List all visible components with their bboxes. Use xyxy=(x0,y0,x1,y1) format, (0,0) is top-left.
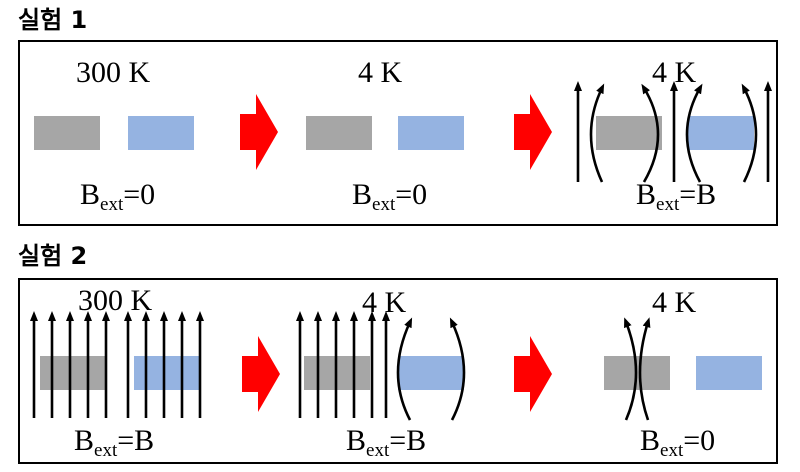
exp1-stage2-field-label: Bext=0 xyxy=(352,178,428,215)
red-process-arrow-icon xyxy=(242,336,280,412)
field-subscript: ext xyxy=(372,194,396,215)
field-value: =0 xyxy=(683,424,716,457)
field-value: =B xyxy=(389,424,427,457)
exp1-stage2-temperature: 4 K xyxy=(358,56,403,89)
field-line-arrow-icon xyxy=(638,317,651,421)
field-subscript: ext xyxy=(94,440,118,461)
red-process-arrow-icon xyxy=(240,94,278,170)
field-line-arrow-icon xyxy=(685,83,703,183)
field-line-arrow-icon xyxy=(624,317,638,421)
exp2-stage3-field-label: Bext=0 xyxy=(640,424,716,461)
experiment-1-title: 실험 1 xyxy=(18,6,88,34)
experiment-2-title: 실험 2 xyxy=(18,242,88,270)
field-subscript: ext xyxy=(660,440,684,461)
exp2-stage1-temperature: 300 K xyxy=(78,284,153,317)
field-symbol: B xyxy=(80,178,101,211)
exp2-stage3-temperature: 4 K xyxy=(652,286,697,319)
exp1-stage3-field-label: Bext=B xyxy=(636,178,717,215)
exp2-stage1-field-label: Bext=B xyxy=(74,424,155,461)
field-symbol: B xyxy=(346,424,367,457)
exp2-overlay xyxy=(30,311,651,421)
red-process-arrow-icon xyxy=(514,336,552,412)
field-value: =0 xyxy=(395,178,428,211)
exp1-stage3-blue-block xyxy=(688,116,754,150)
experiment-1-panel: 300 K 4 K 4 K Bext=0 Bext=0 Bext=B xyxy=(18,40,778,226)
field-value: =0 xyxy=(123,178,156,211)
field-symbol: B xyxy=(640,424,661,457)
field-symbol: B xyxy=(636,178,657,211)
exp1-stage1-gray-block xyxy=(34,116,100,150)
field-line-arrow-icon xyxy=(641,83,660,183)
field-line-arrow-icon xyxy=(741,83,758,183)
field-value: =B xyxy=(679,178,717,211)
exp2-stage2-field-label: Bext=B xyxy=(346,424,427,461)
field-line-arrow-icon xyxy=(449,317,466,421)
exp1-stage3-gray-block xyxy=(596,116,662,150)
exp2-stage2-blue-block xyxy=(398,356,464,390)
exp1-stage1-blue-block xyxy=(128,116,194,150)
field-subscript: ext xyxy=(656,194,680,215)
exp1-stage1-temperature: 300 K xyxy=(76,56,151,89)
exp1-stage2-blue-block xyxy=(398,116,464,150)
field-line-arrow-icon xyxy=(396,317,413,421)
field-symbol: B xyxy=(74,424,95,457)
exp1-stage1-field-label: Bext=0 xyxy=(80,178,156,215)
experiment-2-panel: 300 K 4 K 4 K Bext=B Bext=B Bext=0 xyxy=(18,278,778,464)
exp1-overlay xyxy=(240,81,772,183)
field-subscript: ext xyxy=(100,194,124,215)
exp1-stage2-gray-block xyxy=(306,116,372,150)
red-process-arrow-icon xyxy=(514,94,552,170)
field-value: =B xyxy=(117,424,155,457)
field-symbol: B xyxy=(352,178,373,211)
field-line-arrow-icon xyxy=(589,83,605,183)
field-subscript: ext xyxy=(366,440,390,461)
exp2-stage3-blue-block xyxy=(696,356,762,390)
